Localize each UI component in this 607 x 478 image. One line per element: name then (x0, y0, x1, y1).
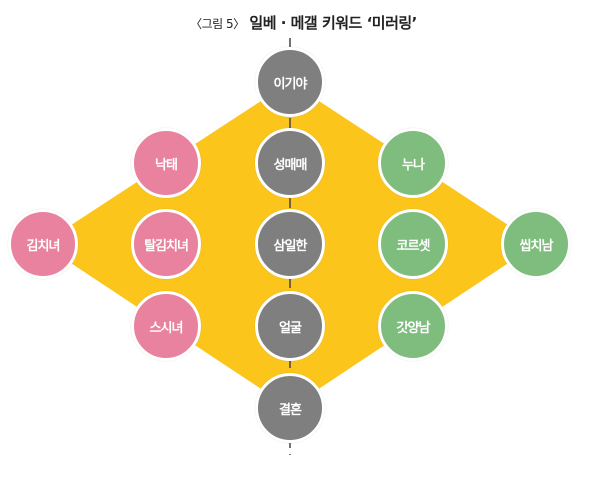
node-pink-1: 낙태 (131, 128, 201, 198)
node-green-4: 갓양남 (378, 291, 448, 361)
node-pink-4: 스시녀 (131, 291, 201, 361)
node-center-3: 삼일한 (255, 209, 325, 279)
node-center-4: 얼굴 (255, 291, 325, 361)
node-center-5: 결혼 (255, 373, 325, 443)
node-green-3: 씹치남 (501, 209, 571, 279)
node-green-2: 코르셋 (378, 209, 448, 279)
node-green-1: 누나 (378, 128, 448, 198)
node-center-2: 성매매 (255, 128, 325, 198)
node-center-1: 이기야 (255, 47, 325, 117)
node-pink-3: 탈김치녀 (131, 209, 201, 279)
node-pink-2: 김치녀 (8, 209, 78, 279)
figure-number: 〈그림 5〉 (190, 17, 245, 31)
figure-title: 〈그림 5〉 일베 · 메갤 키워드 ‘미러링’ (0, 12, 607, 33)
figure-title-text: 일베 · 메갤 키워드 ‘미러링’ (249, 14, 417, 32)
